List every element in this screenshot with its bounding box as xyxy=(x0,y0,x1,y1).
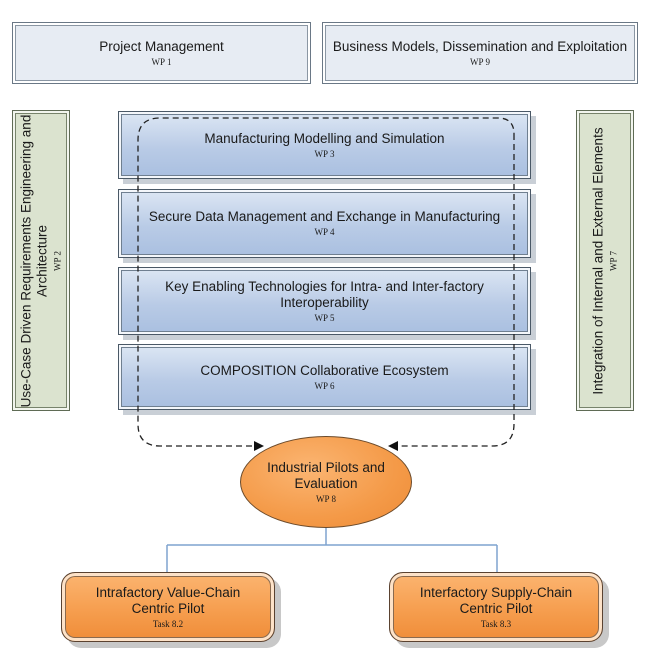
integration-elements-box: Integration of Internal and External Ele… xyxy=(576,110,634,411)
business-models-box: Business Models, Dissemination and Explo… xyxy=(322,22,638,84)
arrow-into-pilots-right xyxy=(388,441,398,451)
wp-box-modelling: Manufacturing Modelling and Simulation W… xyxy=(118,111,531,179)
interfactory-pilot-box: Interfactory Supply-Chain Centric Pilot … xyxy=(389,572,603,642)
pilots-evaluation-title: Industrial Pilots and Evaluation xyxy=(267,459,385,491)
wp-number: WP 6 xyxy=(314,380,335,391)
wp-number: WP 4 xyxy=(314,227,335,237)
integration-elements-wp: WP 7 xyxy=(608,250,619,271)
pilot-title: Interfactory Supply-Chain Centric Pilot xyxy=(419,584,573,616)
business-models-title: Business Models, Dissemination and Explo… xyxy=(332,38,628,54)
project-management-box: Project Management WP 1 xyxy=(12,22,311,84)
pilot-title: Intrafactory Value-Chain Centric Pilot xyxy=(95,584,241,616)
project-management-title: Project Management xyxy=(99,38,224,54)
wp-title: COMPOSITION Collaborative Ecosystem xyxy=(200,362,449,378)
intrafactory-pilot-box: Intrafactory Value-Chain Centric Pilot T… xyxy=(61,572,275,642)
project-management-wp: WP 1 xyxy=(151,56,172,67)
wp-box-ecosystem: COMPOSITION Collaborative Ecosystem WP 6 xyxy=(118,344,531,410)
requirements-architecture-wp: WP 2 xyxy=(52,250,63,271)
pilot-task: Task 8.2 xyxy=(152,618,184,629)
wp-box-enabling-technologies: Key Enabling Technologies for Intra- and… xyxy=(118,267,531,335)
pilot-task: Task 8.3 xyxy=(480,618,512,629)
wp-number: WP 5 xyxy=(314,312,335,323)
pilots-evaluation-ellipse: Industrial Pilots and Evaluation WP 8 xyxy=(240,436,412,528)
integration-elements-title: Integration of Internal and External Ele… xyxy=(590,126,606,395)
wp-box-data-management: Secure Data Management and Exchange in M… xyxy=(118,189,531,258)
requirements-architecture-title: Use-Case Driven Requirements Engineering… xyxy=(18,114,50,407)
wp-title: Secure Data Management and Exchange in M… xyxy=(148,209,501,224)
wp-number: WP 3 xyxy=(314,148,335,159)
business-models-wp: WP 9 xyxy=(470,56,490,67)
wp-title: Key Enabling Technologies for Intra- and… xyxy=(165,278,484,310)
wp-title: Manufacturing Modelling and Simulation xyxy=(204,130,445,146)
requirements-architecture-box: Use-Case Driven Requirements Engineering… xyxy=(12,110,70,411)
pilots-evaluation-wp: WP 8 xyxy=(316,493,336,504)
